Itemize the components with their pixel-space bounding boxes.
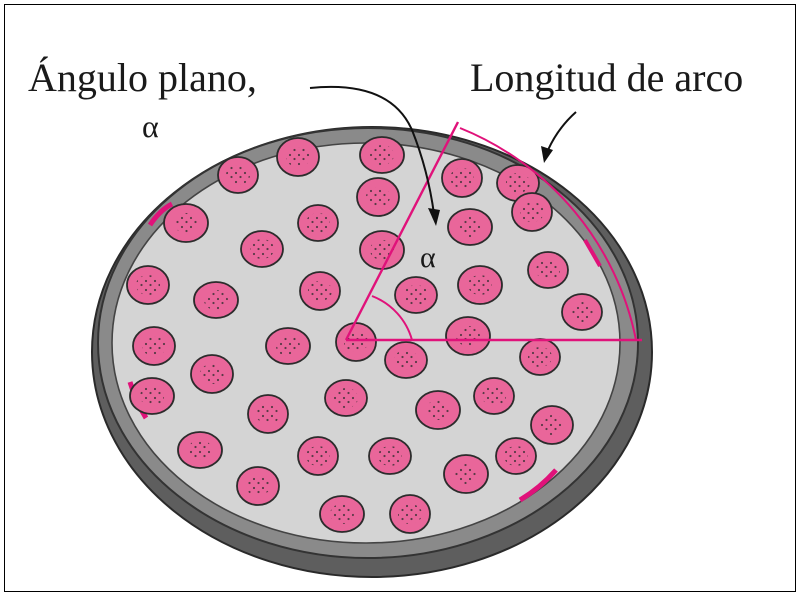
colony-texture <box>540 415 564 435</box>
colony-texture <box>426 400 450 420</box>
colony-texture <box>286 147 310 167</box>
colony-texture <box>174 213 198 233</box>
colony-texture <box>276 336 300 356</box>
colony-texture <box>204 290 228 310</box>
colony-texture <box>450 168 474 188</box>
plane-angle-symbol: α <box>142 110 159 142</box>
colony-texture <box>308 281 332 301</box>
colony-texture <box>528 347 552 367</box>
colony-texture <box>520 202 544 222</box>
colony-texture <box>140 386 164 406</box>
center-angle-symbol: α <box>420 243 436 273</box>
colony-texture <box>200 364 224 384</box>
colony-texture <box>330 504 354 524</box>
colony-texture <box>454 464 478 484</box>
colony-texture <box>506 173 530 193</box>
plane-angle-label: Ángulo plano, <box>28 58 257 98</box>
arc-pointer-arrowhead <box>541 146 553 163</box>
colony-texture <box>404 285 428 305</box>
colony-texture <box>246 476 270 496</box>
arc-length-label: Longitud de arco <box>470 58 743 98</box>
colony-texture <box>256 404 280 424</box>
arc-pointer-arrow <box>548 112 576 150</box>
colony-texture <box>366 187 390 207</box>
colony-texture <box>378 446 402 466</box>
colony-texture <box>468 275 492 295</box>
colony-texture <box>504 446 528 466</box>
colony-texture <box>136 275 160 295</box>
colony-texture <box>394 350 418 370</box>
colony-texture <box>188 440 212 460</box>
colony-texture <box>250 239 274 259</box>
colony-texture <box>142 336 166 356</box>
colony-texture <box>570 302 594 322</box>
colony-texture <box>370 145 394 165</box>
colony-texture <box>456 326 480 346</box>
colony-texture <box>458 217 482 237</box>
colony-texture <box>370 240 394 260</box>
colony-texture <box>306 213 330 233</box>
colony-texture <box>482 386 506 406</box>
colony-texture <box>398 504 422 524</box>
colony-texture <box>536 260 560 280</box>
colony-texture <box>306 446 330 466</box>
colony-texture <box>334 388 358 408</box>
colony-texture <box>226 165 250 185</box>
